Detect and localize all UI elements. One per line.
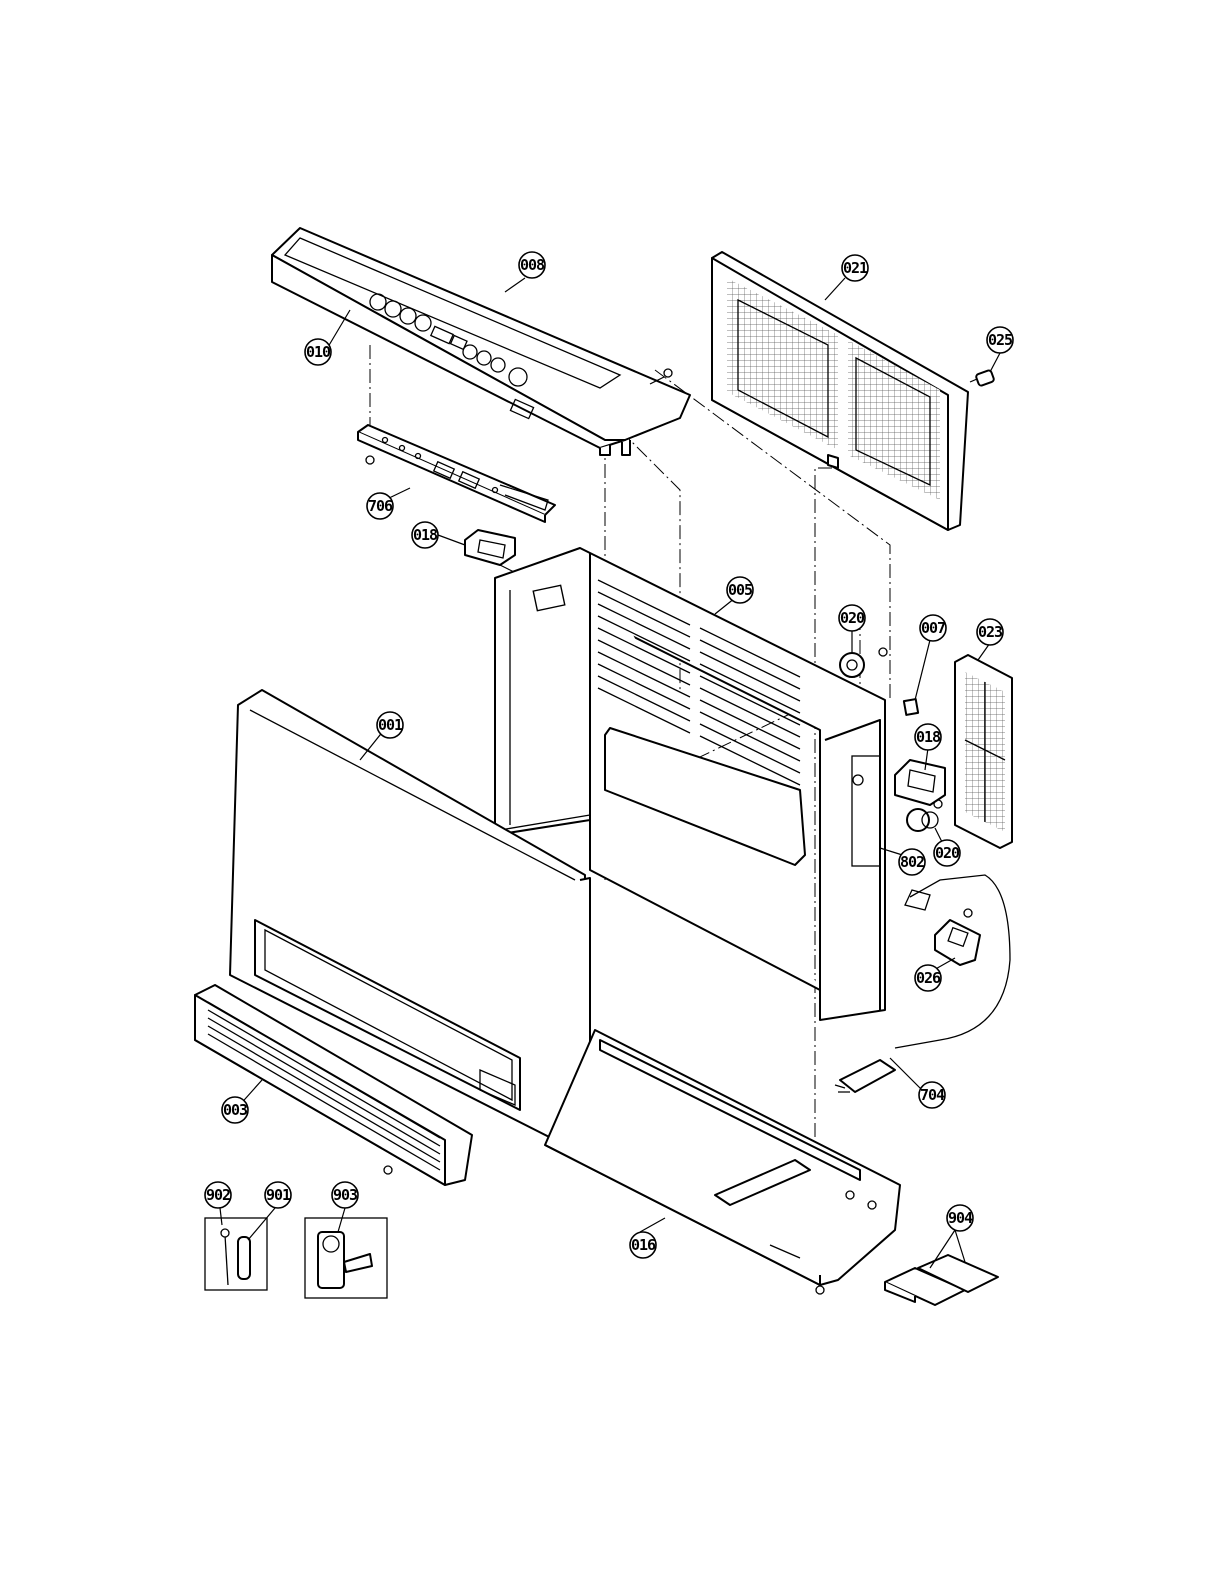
terminal-block xyxy=(935,909,980,965)
svg-text:901: 901 xyxy=(266,1186,291,1204)
svg-text:016: 016 xyxy=(631,1236,656,1254)
callout-003: 003 xyxy=(222,1097,248,1123)
svg-text:021: 021 xyxy=(843,259,868,277)
svg-text:904: 904 xyxy=(948,1209,973,1227)
base-plate xyxy=(545,1030,900,1294)
svg-text:706: 706 xyxy=(368,497,393,515)
callout-802: 802 xyxy=(899,849,925,875)
callout-704: 704 xyxy=(919,1082,945,1108)
svg-text:001: 001 xyxy=(378,716,403,734)
svg-text:903: 903 xyxy=(333,1186,358,1204)
rocker-switch-lower xyxy=(895,760,945,805)
sensor-007 xyxy=(904,699,918,715)
svg-text:010: 010 xyxy=(306,343,331,361)
callout-001: 001 xyxy=(377,712,403,738)
svg-text:704: 704 xyxy=(920,1086,945,1104)
callout-023: 023 xyxy=(977,619,1003,645)
callout-018-upper: 018 xyxy=(412,522,438,548)
callout-903: 903 xyxy=(332,1182,358,1208)
fan-motor-lower xyxy=(907,800,942,831)
svg-text:020: 020 xyxy=(840,609,865,627)
callout-010: 010 xyxy=(305,339,331,365)
svg-text:802: 802 xyxy=(900,853,924,871)
top-control-panel xyxy=(272,228,690,455)
svg-text:008: 008 xyxy=(520,256,545,274)
svg-text:025: 025 xyxy=(988,331,1013,349)
knob-screw xyxy=(970,370,995,387)
mounting-bracket xyxy=(885,1255,998,1305)
svg-text:023: 023 xyxy=(978,623,1003,641)
svg-text:026: 026 xyxy=(916,969,941,987)
side-filter-panel xyxy=(955,655,1012,848)
callout-025: 025 xyxy=(987,327,1013,353)
svg-text:007: 007 xyxy=(921,619,945,637)
callout-021: 021 xyxy=(842,255,868,281)
front-frame-filter xyxy=(712,252,968,530)
svg-text:902: 902 xyxy=(206,1186,230,1204)
callout-020-lower: 020 xyxy=(934,840,960,866)
callout-020-upper: 020 xyxy=(839,605,865,631)
callout-902: 902 xyxy=(205,1182,231,1208)
callout-018-lower: 018 xyxy=(915,724,941,750)
callout-007: 007 xyxy=(920,615,946,641)
svg-text:018: 018 xyxy=(916,728,941,746)
rocker-switch-upper xyxy=(465,530,520,575)
svg-text:018: 018 xyxy=(413,526,438,544)
fan-motor-upper xyxy=(840,653,864,677)
callout-008: 008 xyxy=(519,252,545,278)
callout-005: 005 xyxy=(727,577,753,603)
callout-901: 901 xyxy=(265,1182,291,1208)
callout-904: 904 xyxy=(947,1205,973,1231)
svg-text:020: 020 xyxy=(935,844,960,862)
callout-016: 016 xyxy=(630,1232,656,1258)
svg-text:003: 003 xyxy=(223,1101,248,1119)
accessory-box-gas-valve xyxy=(305,1218,387,1298)
callout-026: 026 xyxy=(915,965,941,991)
callout-706: 706 xyxy=(367,493,393,519)
svg-text:005: 005 xyxy=(728,581,753,599)
